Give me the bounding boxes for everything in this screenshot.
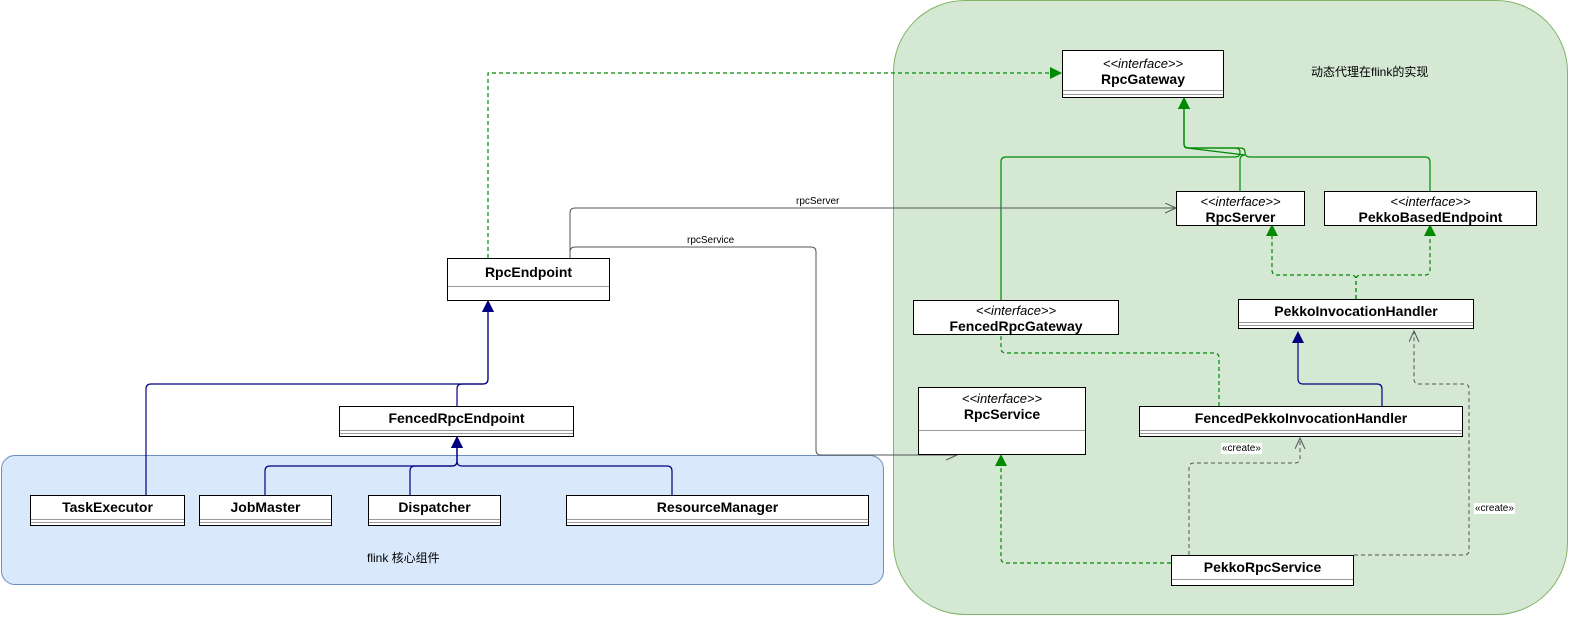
edge-fencedpekko-fencedrpcgateway <box>995 322 1220 406</box>
class-pekkoinvocationhandler[interactable]: PekkoInvocationHandler <box>1238 299 1474 329</box>
class-name: PekkoRpcService <box>1203 559 1322 575</box>
edge-pekkoinvocationhandler-rpcserver <box>1266 224 1357 299</box>
create-label-fenced: «create» <box>1221 443 1262 454</box>
edge-create-pekkoinvocationhandler <box>1354 331 1470 556</box>
class-fencedrpcgateway[interactable]: <<interface>> FencedRpcGateway <box>913 300 1119 335</box>
edge-pekkorpcservice-rpcservice <box>995 454 1171 564</box>
class-name: RpcService <box>963 406 1041 422</box>
class-rpcserver[interactable]: <<interface>> RpcServer <box>1176 191 1305 226</box>
class-name: Dispatcher <box>398 499 471 515</box>
create-label-pekko: «create» <box>1474 503 1515 514</box>
class-fencedpekkoinvocationhandler[interactable]: FencedPekkoInvocationHandler <box>1139 406 1463 437</box>
edge-dispatcher-fencedrpcendpoint <box>409 436 463 495</box>
stereotype-label: <<interface>> <box>975 303 1057 318</box>
class-taskexecutor[interactable]: TaskExecutor <box>30 495 185 526</box>
class-rpcendpoint[interactable]: RpcEndpoint <box>447 258 610 301</box>
rpcservice-edge-label: rpcService <box>687 235 735 246</box>
edge-taskexecutor-rpcendpoint <box>145 300 494 495</box>
class-name: FencedRpcEndpoint <box>388 410 525 426</box>
stereotype-label: <<interface>> <box>1102 56 1184 71</box>
edge-create-fencedpekko <box>1188 438 1300 555</box>
edge-fencedrpcendpoint-rpcendpoint <box>456 300 494 406</box>
edge-fencedpekko-pekkoinvocationhandler <box>1292 331 1383 406</box>
edge-rpcserver-association <box>569 208 1176 258</box>
edge-rpcservice-association <box>569 246 957 455</box>
edge-rpcendpoint-rpcgateway <box>487 67 1062 258</box>
stereotype-label: <<interface>> <box>1390 194 1471 209</box>
core-region-label: flink 核心组件 <box>367 551 440 565</box>
class-name: RpcServer <box>1205 209 1276 225</box>
proxy-region-label: 动态代理在flink的实现 <box>1311 65 1429 79</box>
class-rpcservice[interactable]: <<interface>> RpcService <box>918 387 1086 455</box>
class-name: RpcGateway <box>1100 71 1186 87</box>
edge-resourcemanager-fencedrpcendpoint <box>451 436 673 495</box>
stereotype-label: <<interface>> <box>1200 194 1281 209</box>
class-name: TaskExecutor <box>62 499 153 515</box>
stereotype-label: <<interface>> <box>961 391 1043 406</box>
class-pekkorpcservice[interactable]: PekkoRpcService <box>1171 555 1354 586</box>
edge-pekkoinvocationhandler-pekkobasedendpoint <box>1355 224 1436 299</box>
class-name: RpcEndpoint <box>484 264 573 280</box>
edge-pekkobasedendpoint-rpcgateway <box>1178 97 1431 191</box>
class-name: ResourceManager <box>656 499 779 515</box>
edge-fencedrpcgateway-rpcgateway <box>1000 97 1241 300</box>
class-name: PekkoInvocationHandler <box>1274 303 1438 319</box>
class-rpcgateway[interactable]: <<interface>> RpcGateway <box>1062 50 1224 98</box>
class-name: PekkoBasedEndpoint <box>1358 209 1503 225</box>
rpcserver-edge-label: rpcServer <box>796 196 840 207</box>
class-dispatcher[interactable]: Dispatcher <box>368 495 501 526</box>
class-jobmaster[interactable]: JobMaster <box>199 495 332 526</box>
class-name: JobMaster <box>230 499 301 515</box>
class-pekkobasedendpoint[interactable]: <<interface>> PekkoBasedEndpoint <box>1324 191 1537 226</box>
class-fencedrpcendpoint[interactable]: FencedRpcEndpoint <box>339 406 574 437</box>
class-resourcemanager[interactable]: ResourceManager <box>566 495 869 526</box>
edge-rpcserver-rpcgateway <box>1178 97 1246 191</box>
class-name: FencedRpcGateway <box>949 318 1083 334</box>
class-name: FencedPekkoInvocationHandler <box>1194 410 1408 426</box>
